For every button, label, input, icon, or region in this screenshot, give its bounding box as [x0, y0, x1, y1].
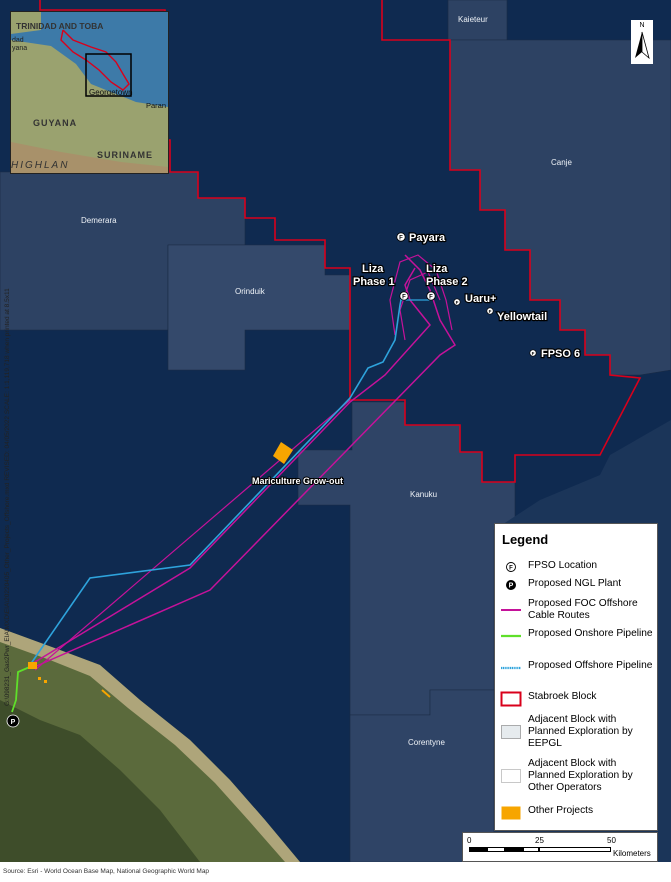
- scale-segment-5: [539, 847, 611, 852]
- legend-label: Adjacent Block with Planned Exploration …: [528, 758, 633, 793]
- inset-label-highlands: HIGHLAN: [11, 160, 69, 171]
- fpso-marker-glyph: F: [532, 351, 535, 356]
- scale-tick-0: 0: [467, 836, 472, 845]
- inset-extent-box: [85, 53, 132, 97]
- inset-stabroek-outline: [60, 29, 130, 91]
- other-ops-swatch-icon: [500, 768, 522, 784]
- fpso-marker-glyph: F: [399, 236, 403, 242]
- inset-locator-map: TRINIDAD AND TOBA dad yana Georgetown Pa…: [10, 11, 169, 174]
- legend-label: Proposed FOC Offshore Cable Routes: [528, 598, 638, 621]
- legend-label: Proposed Offshore Pipeline: [528, 660, 653, 671]
- fpso-marker-glyph: F: [456, 300, 459, 305]
- fpso-marker-glyph: F: [402, 295, 406, 301]
- mariculture-area: [273, 442, 293, 464]
- legend: Legend F FPSO Location P Proposed NGL Pl…: [494, 523, 658, 831]
- scale-tick-50: 50: [607, 836, 616, 845]
- block-label-demerara: Demerara: [81, 216, 117, 225]
- fpso-label-liza-2-line2: Phase 2: [426, 276, 468, 288]
- fpso-label-fpso6: FPSO 6: [541, 348, 580, 360]
- scale-segment-3: [505, 847, 523, 852]
- scale-segment-1: [469, 847, 487, 852]
- other-project-site-1: [28, 662, 37, 669]
- other-project-site-2: [38, 677, 41, 680]
- cable-route-south: [31, 254, 457, 669]
- legend-ngl-glyph: P: [509, 583, 514, 590]
- legend-label: Proposed NGL Plant: [528, 578, 622, 589]
- fpso-label-liza-1-line1: Liza: [362, 263, 384, 275]
- legend-title: Legend: [502, 532, 549, 547]
- onshore-line-icon: [500, 628, 522, 644]
- fpso-label-liza-2-line1: Liza: [426, 263, 448, 275]
- ngl-plant-icon: P: [500, 578, 522, 594]
- inset-label-guyana: GUYANA: [33, 118, 77, 128]
- legend-label: Adjacent Block with Planned Exploration …: [528, 714, 633, 749]
- fpso-label-payara: Payara: [409, 232, 446, 244]
- fpso-marker-liza-2: F: [426, 291, 436, 301]
- other-project-shore: [101, 689, 111, 698]
- scale-bar: 0 25 50 Kilometers: [462, 832, 658, 862]
- map-metadata-text: G:\098231_Gas2Pwr_EIA\MXD\EIA\20220405_O…: [4, 288, 11, 706]
- land-dark: [0, 700, 200, 862]
- fpso-label-liza-1-line2: Phase 1: [353, 276, 395, 288]
- cable-loop-2: [399, 271, 441, 341]
- stabroek-block-outline: [39, 0, 642, 483]
- cable-line-icon: [500, 598, 522, 614]
- fpso-marker-uaru: F: [453, 298, 461, 306]
- offshore-line-icon: [500, 660, 522, 676]
- block-label-kanuku: Kanuku: [410, 490, 437, 499]
- other-project-site-3: [44, 680, 47, 683]
- legend-label: Other Projects: [528, 805, 594, 816]
- offshore-pipeline: [29, 294, 403, 666]
- block-label-orinduik: Orinduik: [235, 287, 266, 296]
- block-label-canje: Canje: [551, 158, 572, 167]
- inset-label-georgetown: Georgetown: [89, 88, 133, 97]
- scale-unit: Kilometers: [613, 849, 651, 858]
- north-arrow-right: [641, 31, 650, 60]
- north-arrow-left: [635, 32, 642, 58]
- source-credit: Source: Esri - World Ocean Base Map, Nat…: [3, 868, 210, 875]
- onshore-pipeline: [11, 665, 33, 713]
- legend-label: Stabroek Block: [528, 691, 597, 702]
- inset-label-suriname: SURINAME: [97, 150, 153, 160]
- inset-trinidad: [11, 12, 41, 34]
- inset-highlands: [11, 142, 168, 173]
- inset-label-trinidad: TRINIDAD AND TOBA: [16, 21, 103, 31]
- ngl-plant-glyph: P: [11, 719, 16, 726]
- eepgl-swatch-icon: [500, 724, 522, 740]
- fpso-marker-payara: F: [396, 232, 406, 242]
- inset-label-dad: dad: [12, 37, 24, 44]
- cable-route-north: [29, 267, 431, 666]
- fpso-label-yellowtail: Yellowtail: [497, 311, 547, 323]
- north-arrow: N: [631, 20, 653, 64]
- legend-label: FPSO Location: [528, 560, 598, 571]
- beach-band: [0, 628, 300, 862]
- fpso-label-uaru: Uaru+: [465, 293, 497, 305]
- legend-fpso-glyph: F: [509, 566, 513, 572]
- inset-land: [11, 40, 168, 173]
- fpso-marker-icon: F: [500, 560, 522, 576]
- north-label: N: [639, 22, 645, 29]
- stabroek-swatch-icon: [500, 691, 522, 707]
- fpso-marker-glyph: F: [489, 309, 492, 314]
- ngl-plant-marker: P: [6, 714, 20, 728]
- other-project-label: Mariculture Grow-out: [252, 476, 343, 486]
- legend-label: Proposed Onshore Pipeline: [528, 628, 653, 639]
- cable-route-mid: [34, 399, 351, 671]
- cable-loop-1: [389, 254, 453, 336]
- block-label-kaieteur: Kaieteur: [458, 15, 488, 24]
- north-arrow-icon: [635, 31, 650, 60]
- fpso-marker-yellowtail: F: [486, 307, 494, 315]
- fpso-marker-liza-1: F: [399, 291, 409, 301]
- inset-label-paran: Paran: [146, 101, 166, 110]
- other-projects-swatch-icon: [500, 805, 522, 821]
- inset-svg: TRINIDAD AND TOBA dad yana Georgetown Pa…: [11, 12, 168, 173]
- scale-segment-2: [487, 847, 505, 852]
- block-label-corentyne: Corentyne: [408, 738, 445, 747]
- scale-segment-4: [523, 847, 539, 852]
- inset-label-yana: yana: [12, 45, 27, 52]
- scale-tick-25: 25: [535, 836, 544, 845]
- fpso-marker-glyph: F: [429, 295, 433, 301]
- fpso-marker-fpso6: F: [529, 349, 537, 357]
